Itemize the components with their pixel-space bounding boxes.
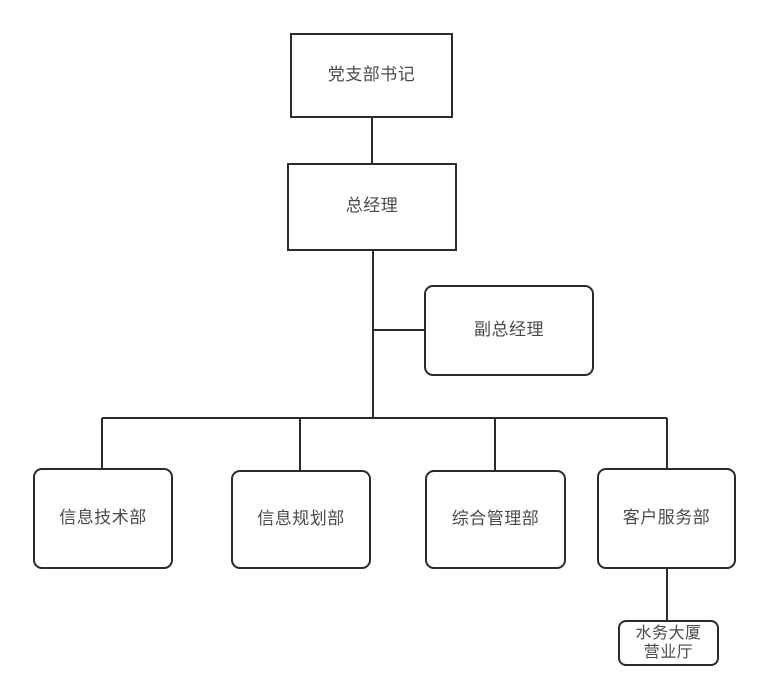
node-party-secretary[interactable]: 党支部书记 <box>290 33 453 118</box>
node-department-information-planning[interactable]: 信息规划部 <box>231 470 371 569</box>
node-deputy-general-manager[interactable]: 副总经理 <box>424 285 594 376</box>
node-department-customer-service[interactable]: 客户服务部 <box>597 468 736 569</box>
node-general-manager[interactable]: 总经理 <box>287 163 457 251</box>
node-water-building-service-hall[interactable]: 水务大厦 营业厅 <box>618 620 719 666</box>
node-department-information-technology[interactable]: 信息技术部 <box>33 468 173 569</box>
node-department-general-administration[interactable]: 综合管理部 <box>425 470 566 569</box>
